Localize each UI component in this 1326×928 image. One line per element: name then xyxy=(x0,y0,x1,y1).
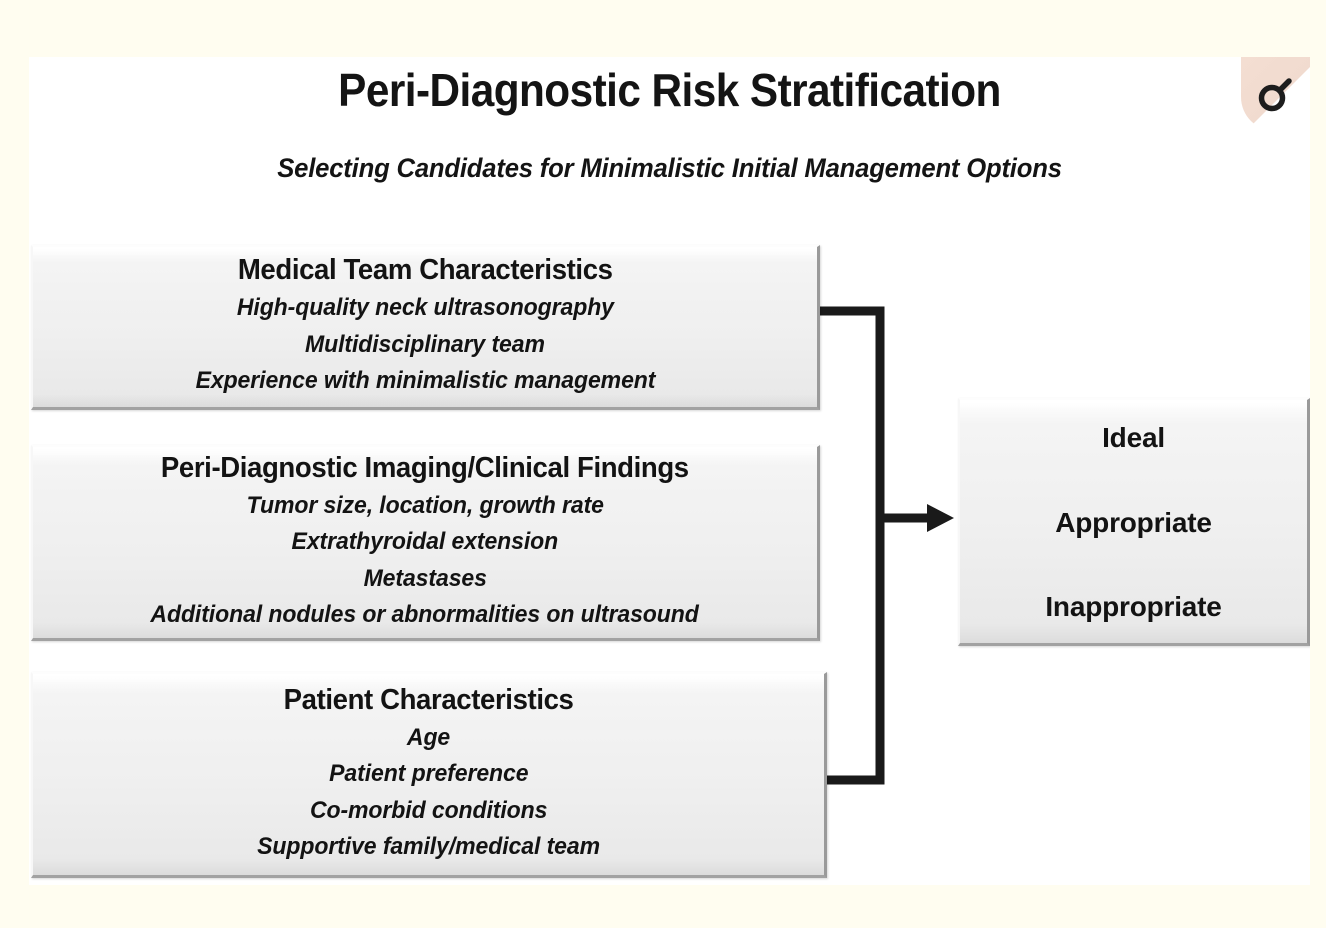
outcome-option-inappropriate: Inappropriate xyxy=(1045,591,1222,622)
figure-title: Peri-Diagnostic Risk Stratification xyxy=(338,64,1001,116)
mars-symbol-icon xyxy=(1255,73,1297,115)
outcome-option-appropriate: Appropriate xyxy=(1055,506,1212,538)
box-title: Medical Team Characteristics xyxy=(237,254,613,287)
box-medical-team[interactable]: Medical Team Characteristics High-qualit… xyxy=(31,245,820,410)
box-line: Experience with minimalistic management xyxy=(195,367,655,395)
box-line: Extrathyroidal extension xyxy=(291,528,559,556)
box-line: Supportive family/medical team xyxy=(257,832,600,860)
box-line: Age xyxy=(406,723,451,751)
box-line: Additional nodules or abnormalities on u… xyxy=(150,600,700,628)
box-patient-characteristics[interactable]: Patient Characteristics Age Patient pref… xyxy=(31,672,827,878)
box-candidacy-outcome[interactable]: Ideal Appropriate Inappropriate xyxy=(958,398,1310,646)
box-line: Multidisciplinary team xyxy=(305,330,545,358)
box-line: Tumor size, location, growth rate xyxy=(246,491,604,519)
box-title: Patient Characteristics xyxy=(283,683,574,716)
box-line: Co-morbid conditions xyxy=(309,796,548,824)
box-peri-diagnostic-imaging[interactable]: Peri-Diagnostic Imaging/Clinical Finding… xyxy=(31,445,820,641)
box-line: Patient preference xyxy=(328,760,529,788)
box-line: Metastases xyxy=(363,564,487,592)
figure-subtitle: Selecting Candidates for Minimalistic In… xyxy=(277,153,1062,183)
outcome-option-ideal: Ideal xyxy=(1102,422,1165,453)
journal-badge xyxy=(1241,57,1310,131)
box-line: High-quality neck ultrasonography xyxy=(236,294,614,322)
figure-card: Peri-Diagnostic Risk Stratification Sele… xyxy=(29,57,1310,885)
box-title: Peri-Diagnostic Imaging/Clinical Finding… xyxy=(161,451,689,484)
